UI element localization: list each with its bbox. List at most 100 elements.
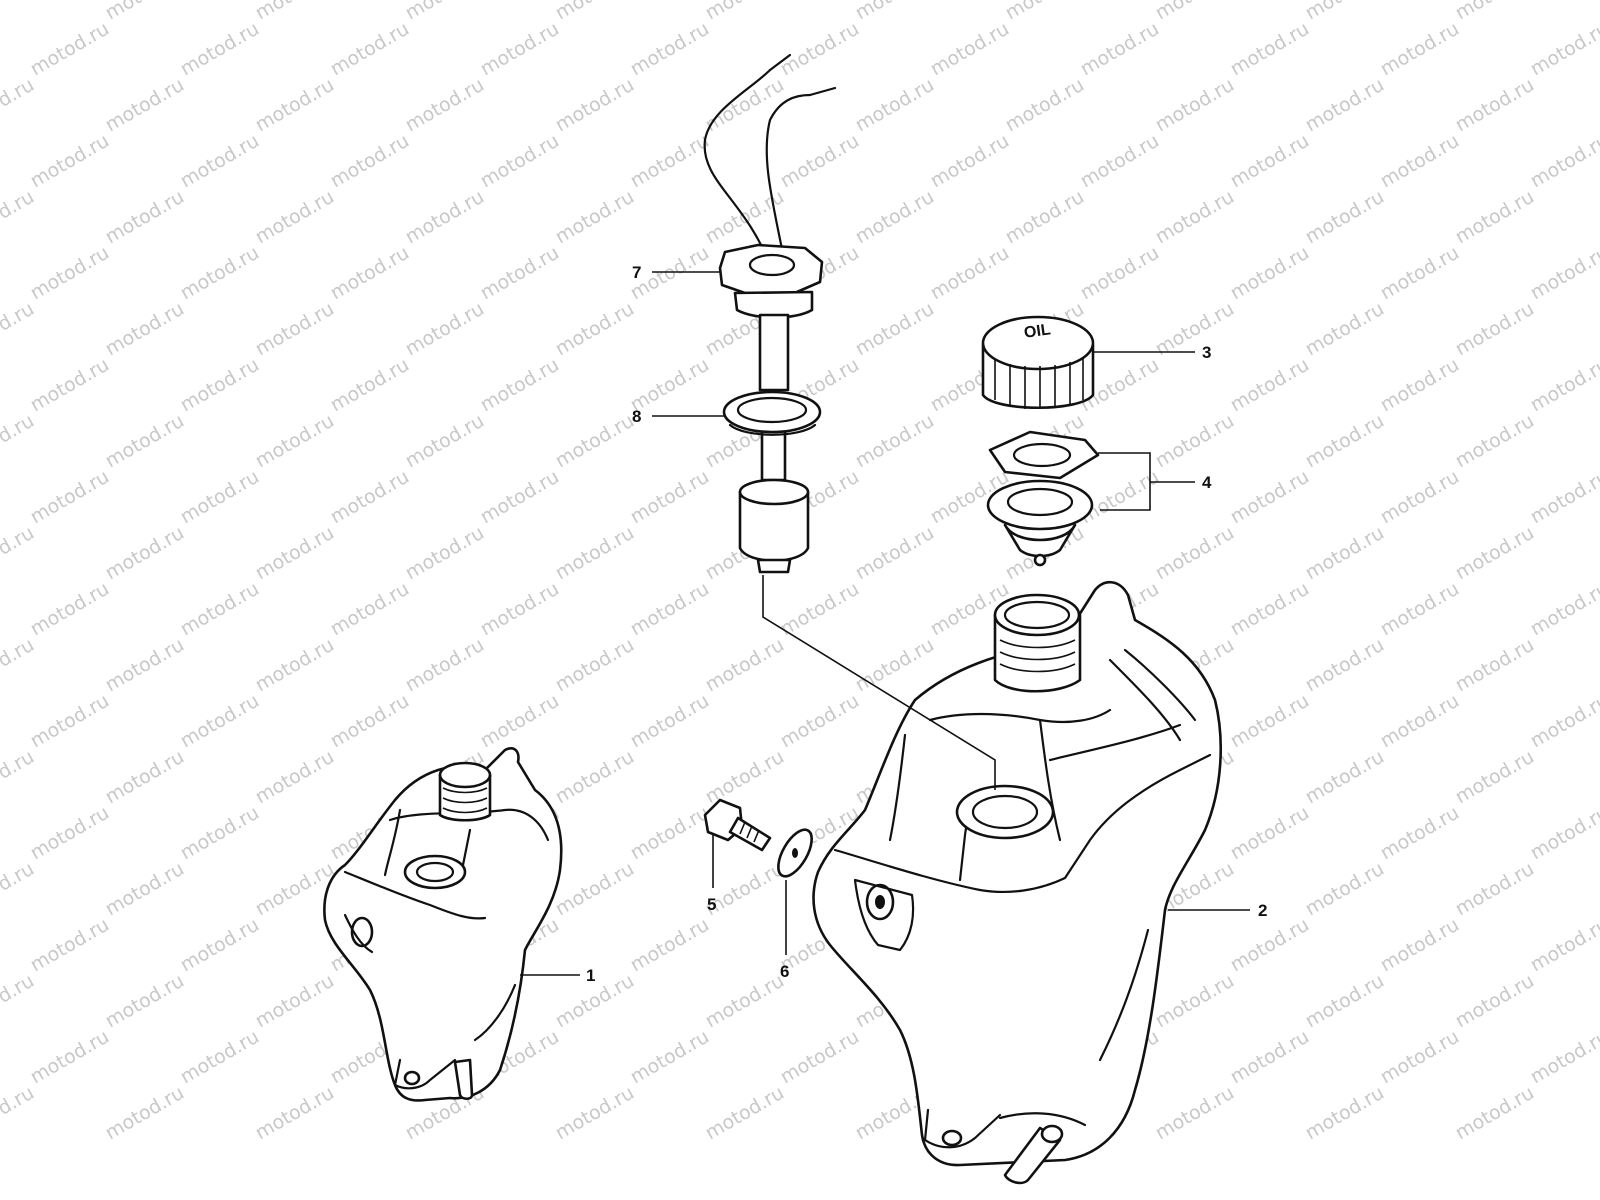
hex-bolt: [703, 798, 772, 852]
callout-label-1: 1: [586, 966, 595, 985]
watermark-text: motod.ru: [0, 1082, 38, 1145]
watermark-text: motod.ru: [0, 634, 38, 697]
watermark-text: motod.ru: [1152, 1082, 1238, 1145]
watermark-text: motod.ru: [702, 970, 788, 1033]
watermark-text: motod.ru: [102, 410, 188, 473]
watermark-text: motod.ru: [777, 18, 863, 81]
watermark-text: motod.ru: [177, 578, 263, 641]
watermark-text: motod.ru: [252, 746, 338, 809]
watermark-text: motod.ru: [1377, 354, 1463, 417]
watermark-text: motod.ru: [1527, 130, 1600, 193]
watermark-text: motod.ru: [177, 18, 263, 81]
watermark-text: motod.ru: [102, 298, 188, 361]
watermark-text: motod.ru: [1377, 242, 1463, 305]
watermark-text: motod.ru: [1302, 746, 1388, 809]
watermark-text: motod.ru: [927, 242, 1013, 305]
watermark-text: motod.ru: [477, 466, 563, 529]
callout-label-2: 2: [1258, 901, 1267, 920]
watermark-text: motod.ru: [1152, 970, 1238, 1033]
callout-6: 6: [780, 880, 789, 981]
watermark-text: motod.ru: [1377, 1026, 1463, 1089]
watermark-text: motod.ru: [177, 466, 263, 529]
watermark-text: motod.ru: [1152, 522, 1238, 585]
watermark-text: motod.ru: [1227, 18, 1313, 81]
watermark-text: motod.ru: [177, 690, 263, 753]
watermark-text: motod.ru: [1377, 578, 1463, 641]
watermark-text: motod.ru: [252, 410, 338, 473]
watermark-text: motod.ru: [627, 802, 713, 865]
watermark-text: motod.ru: [1377, 130, 1463, 193]
watermark-text: motod.ru: [627, 466, 713, 529]
watermark-text: motod.ru: [0, 0, 38, 24]
watermark-text: motod.ru: [252, 74, 338, 137]
watermark-text: motod.ru: [252, 970, 338, 1033]
watermark-text: motod.ru: [552, 0, 638, 24]
watermark-text: motod.ru: [1227, 466, 1313, 529]
watermark-text: motod.ru: [477, 578, 563, 641]
watermark-text: motod.ru: [1377, 914, 1463, 977]
watermark-text: motod.ru: [327, 354, 413, 417]
oil-level-sensor: [703, 53, 837, 574]
watermark-text: motod.ru: [552, 74, 638, 137]
watermark-text: motod.ru: [1527, 354, 1600, 417]
watermark-text: motod.ru: [1452, 970, 1538, 1033]
watermark-text: motod.ru: [852, 0, 938, 24]
watermark-text: motod.ru: [0, 410, 38, 473]
watermark-text: motod.ru: [1227, 914, 1313, 977]
watermark-text: motod.ru: [1452, 298, 1538, 361]
watermark-text: motod.ru: [552, 522, 638, 585]
watermark-text: motod.ru: [1527, 1026, 1600, 1089]
callout-7: 7: [632, 263, 720, 282]
watermark-text: motod.ru: [1077, 130, 1163, 193]
watermark-text: motod.ru: [252, 522, 338, 585]
watermark-text: motod.ru: [402, 186, 488, 249]
watermark-text: motod.ru: [402, 522, 488, 585]
watermark-text: motod.ru: [1077, 18, 1163, 81]
watermark-text: motod.ru: [1302, 298, 1388, 361]
watermark-text: motod.ru: [1152, 186, 1238, 249]
watermark-text: motod.ru: [27, 690, 113, 753]
watermark-text: motod.ru: [1452, 186, 1538, 249]
watermark-text: motod.ru: [477, 130, 563, 193]
watermark-text: motod.ru: [0, 858, 38, 921]
watermark-text: motod.ru: [1527, 466, 1600, 529]
watermark-text: motod.ru: [1377, 466, 1463, 529]
watermark-text: motod.ru: [252, 634, 338, 697]
watermark-text: motod.ru: [1302, 410, 1388, 473]
watermark-text: motod.ru: [102, 74, 188, 137]
watermark-text: motod.ru: [1302, 634, 1388, 697]
watermark-text: motod.ru: [1302, 0, 1388, 24]
watermark-text: motod.ru: [852, 186, 938, 249]
watermark-text: motod.ru: [552, 186, 638, 249]
watermark-text: motod.ru: [1002, 74, 1088, 137]
watermark-text: motod.ru: [327, 466, 413, 529]
watermark-text: motod.ru: [552, 1082, 638, 1145]
watermark-text: motod.ru: [1527, 802, 1600, 865]
small-oil-tank: [323, 747, 563, 1102]
watermark-text: motod.ru: [27, 578, 113, 641]
watermark-text: motod.ru: [402, 0, 488, 24]
watermark-text: motod.ru: [777, 578, 863, 641]
callout-5: 5: [707, 835, 716, 914]
callout-label-6: 6: [780, 962, 789, 981]
watermark-text: motod.ru: [627, 578, 713, 641]
watermark-text: motod.ru: [327, 578, 413, 641]
watermark-text: motod.ru: [27, 1026, 113, 1089]
watermark-text: motod.ru: [1227, 578, 1313, 641]
watermark-text: motod.ru: [1302, 1082, 1388, 1145]
watermark-text: motod.ru: [1302, 74, 1388, 137]
callout-1: 1: [520, 966, 595, 985]
watermark-text: motod.ru: [102, 746, 188, 809]
cap-gasket-set: [986, 430, 1100, 567]
callout-label-4: 4: [1202, 473, 1212, 492]
watermark-text: motod.ru: [252, 186, 338, 249]
watermark-text: motod.ru: [0, 74, 38, 137]
watermark-text: motod.ru: [852, 74, 938, 137]
watermark-text: motod.ru: [852, 522, 938, 585]
watermark-text: motod.ru: [177, 1026, 263, 1089]
watermark-text: motod.ru: [27, 130, 113, 193]
watermark-text: motod.ru: [402, 298, 488, 361]
washer: [777, 828, 813, 878]
watermark-text: motod.ru: [1452, 1082, 1538, 1145]
